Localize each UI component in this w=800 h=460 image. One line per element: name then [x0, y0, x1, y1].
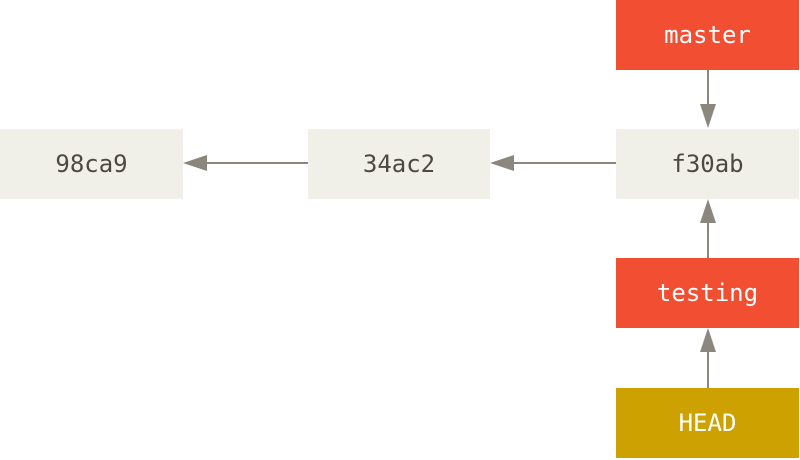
- commit-34ac2-label: 34ac2: [362, 150, 436, 178]
- arrowhead-34ac2: [490, 155, 514, 171]
- head-pointer: HEAD: [616, 388, 799, 458]
- commit-98ca9-label: 98ca9: [55, 150, 128, 178]
- arrowhead-98ca9: [183, 155, 207, 171]
- branch-testing: testing: [616, 258, 799, 328]
- arrowhead-testing: [700, 199, 716, 223]
- commit-98ca9: 98ca9: [0, 129, 183, 199]
- branch-master-label: master: [664, 21, 751, 49]
- branch-master: master: [616, 0, 799, 70]
- commit-f30ab-label: f30ab: [671, 150, 744, 178]
- commit-f30ab: f30ab: [616, 129, 799, 199]
- arrowhead-head: [700, 328, 716, 352]
- head-pointer-label: HEAD: [678, 409, 737, 437]
- arrowhead-master: [700, 104, 716, 128]
- commit-34ac2: 34ac2: [308, 129, 490, 199]
- branch-testing-label: testing: [656, 279, 759, 307]
